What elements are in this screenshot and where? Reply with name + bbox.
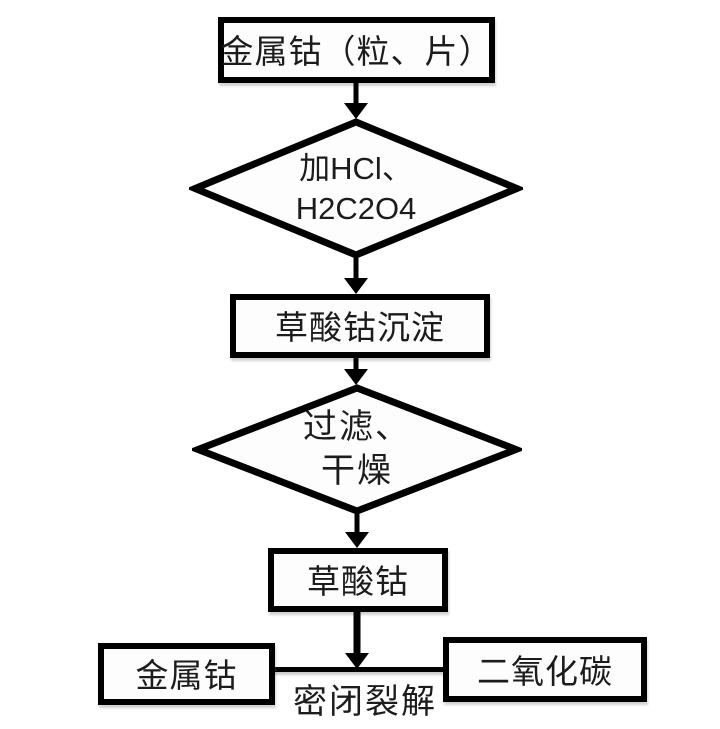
node-label-line1: 过滤、 [303,408,411,446]
node-metal-cobalt-product: 金属钴 [98,643,275,705]
node-label: 金属钴（粒、片） [220,35,493,71]
connector-arrow-4 [345,514,369,548]
arrow-shaft [353,83,359,107]
node-label-line2: 干燥 [321,452,393,490]
arrow-head-icon [344,103,368,119]
connector-arrow-5 [345,611,369,669]
diamond-shape [189,118,523,259]
node-label: 草酸钴沉淀 [275,311,445,347]
connector-arrow-2 [344,258,368,294]
node-label: 金属钴 [135,659,238,695]
connector-arrow-3 [344,357,368,385]
connector-horizontal-line [272,667,446,672]
diamond-shape [192,384,522,515]
node-add-reagents: 加HCl、 H2C2O4 [189,117,523,260]
node-label: 草酸钴 [307,565,409,601]
arrow-shaft [354,514,360,536]
node-label-line1: 加HCl、 [299,150,413,186]
arrow-head-icon [345,653,369,669]
node-carbon-dioxide: 二氧化碳 [443,637,647,702]
node-filter-dry: 过滤、 干燥 [192,383,522,516]
arrow-head-icon [344,278,368,294]
node-label: 二氧化碳 [477,654,613,691]
node-label-line2: H2C2O4 [295,190,417,226]
arrow-head-icon [345,532,369,548]
node-oxalate-precipitate: 草酸钴沉淀 [230,294,490,358]
arrow-shaft [353,258,359,282]
connector-arrow-1 [344,83,368,119]
arrow-shaft [353,357,359,373]
pyrolysis-step-label: 密闭裂解 [293,684,437,721]
arrow-shaft [353,611,361,657]
node-label: 加HCl、 H2C2O4 [189,117,523,260]
arrow-head-icon [344,369,368,385]
node-label: 过滤、 干燥 [192,383,522,516]
node-cobalt-oxalate: 草酸钴 [268,548,448,612]
node-metal-cobalt-input: 金属钴（粒、片） [218,17,495,83]
